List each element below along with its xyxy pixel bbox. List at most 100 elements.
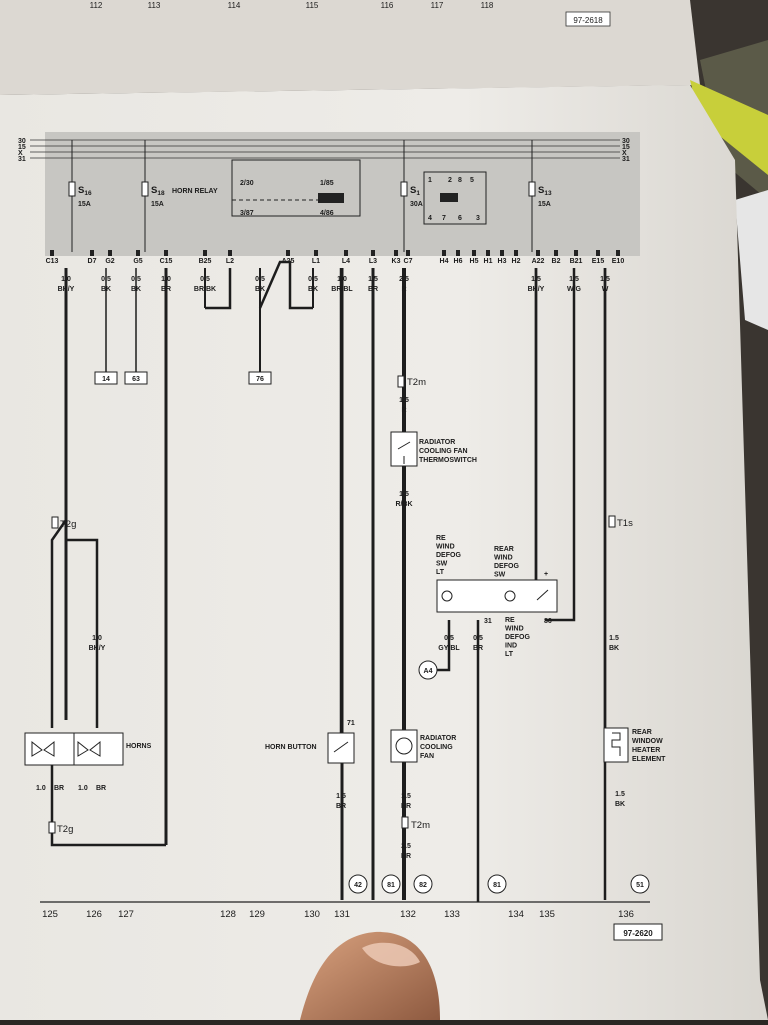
terminal-label: B2 — [552, 258, 561, 265]
fuse-name: S16 — [78, 185, 92, 197]
previous-page-column-number: 118 — [481, 1, 494, 10]
thermoswitch-label-3: THERMOSWITCH — [419, 457, 477, 464]
wire-color: R — [401, 286, 406, 293]
fan-out2-color: BR — [401, 803, 411, 810]
wire-size: 0.5 — [255, 276, 265, 283]
wire-color: BR/BK — [194, 286, 216, 293]
terminal-label: L2 — [226, 258, 234, 265]
heater-element-label: WINDOW — [632, 738, 663, 745]
fuse-icon — [400, 181, 408, 197]
horn-relay-pin-2: 1/85 — [320, 180, 334, 187]
wire-route — [64, 520, 99, 728]
defog-sw-lt-label: RE — [436, 535, 446, 542]
terminal-pin — [442, 250, 446, 256]
wire-color: W — [602, 286, 609, 293]
horn-button-contact-icon — [333, 741, 349, 753]
fan-relay-pin: 8 — [458, 177, 462, 184]
connector-t2g-top-label: T2g — [60, 519, 76, 530]
defog-sw-label: WIND — [494, 555, 513, 562]
wire-color: BK/Y — [528, 286, 545, 293]
terminal-label: L1 — [312, 258, 320, 265]
reference-box-label: 76 — [256, 376, 264, 383]
terminal-label: L3 — [369, 258, 377, 265]
bottom-column-number: 130 — [304, 909, 320, 920]
previous-page-column-number: 114 — [228, 1, 241, 10]
fuse-name: S13 — [538, 185, 552, 197]
terminal-label: E15 — [592, 258, 605, 265]
bus-label-right: X — [622, 150, 627, 157]
defog-gnd-a-color: GY/BL — [438, 645, 460, 652]
connector-t2g-bottom-icon — [48, 821, 56, 834]
button-out-color: BR — [336, 803, 346, 810]
wire-route — [258, 260, 313, 310]
terminal-label: G5 — [133, 258, 142, 265]
bottom-column-number: 136 — [618, 909, 634, 920]
bottom-column-number: 127 — [118, 909, 134, 920]
wire-color: BK — [131, 286, 141, 293]
circle-ref — [630, 874, 650, 894]
terminal-pin — [472, 250, 476, 256]
fuse-amps: 15A — [151, 201, 164, 208]
bus-label-right: 30 — [622, 138, 630, 145]
defog-ind-label: LT — [505, 651, 514, 658]
defog-sw-label: DEFOG — [494, 563, 519, 570]
circle-ref — [381, 874, 401, 894]
bus-label-left: 15 — [18, 144, 26, 151]
defog-sw-lt-label: LT — [436, 569, 445, 576]
horn-button-label: HORN BUTTON — [265, 744, 317, 751]
fan-relay — [423, 171, 487, 225]
terminal-label: H4 — [440, 258, 449, 265]
horn-feed-wire-size: 1.0 — [92, 635, 102, 642]
wire-color: BK — [255, 286, 265, 293]
ref-circle-a4-label: A4 — [424, 668, 433, 675]
terminal-pin — [90, 250, 94, 256]
yellow-highlighter — [690, 80, 768, 175]
terminal-pin — [596, 250, 600, 256]
wire-color: BK — [308, 286, 318, 293]
terminal-pin — [536, 250, 540, 256]
ref-circle-a4 — [418, 660, 438, 680]
previous-page-column-number: 115 — [306, 1, 319, 10]
heater-element-label: ELEMENT — [632, 756, 666, 763]
circle-ref-label: 81 — [387, 882, 395, 889]
wire-color: BR — [368, 286, 378, 293]
bus-label-right: 15 — [622, 144, 630, 151]
reference-box — [94, 371, 118, 385]
horn-gnd-b-color: BR — [96, 785, 106, 792]
pin-31-label: 31 — [484, 618, 492, 625]
fan-out3-color: BR — [401, 853, 411, 860]
cooling-fan-label-3: FAN — [420, 753, 434, 760]
heater-element-symbol — [603, 727, 629, 763]
wire-color: W/G — [567, 286, 582, 293]
pin-plus-label: + — [544, 571, 548, 578]
bottom-column-number: 125 — [42, 909, 58, 920]
defog-gnd-a-size: 0.5 — [444, 635, 454, 642]
heater-out-color: BK — [615, 801, 625, 808]
circle-ref — [413, 874, 433, 894]
wire-runs — [50, 260, 607, 902]
bus-lines — [30, 139, 620, 159]
diagram-page — [0, 85, 768, 1020]
wire-size: 0.5 — [101, 276, 111, 283]
previous-page — [0, 0, 700, 95]
terminal-pin — [136, 250, 140, 256]
pin-71-label: 71 — [347, 720, 355, 727]
defog-sw-lt-label: DEFOG — [436, 552, 461, 559]
defog-sw-lt-label: SW — [436, 561, 448, 568]
horn-relay-pin-4: 4/86 — [320, 210, 334, 217]
fuse-icon — [141, 181, 149, 197]
heater-out-size: 1.5 — [615, 791, 625, 798]
pin-86-label: 86 — [544, 618, 552, 625]
terminal-pin — [500, 250, 504, 256]
terminal-pin — [108, 250, 112, 256]
connector-t2m-bottom-label: T2m — [411, 820, 430, 831]
fan-out-wire-color: R/BK — [395, 501, 412, 508]
terminal-pin — [486, 250, 490, 256]
circle-ref-label: 81 — [493, 882, 501, 889]
terminal-pin — [203, 250, 207, 256]
fan-relay-pin: 3 — [476, 215, 480, 222]
terminal-pin — [314, 250, 318, 256]
